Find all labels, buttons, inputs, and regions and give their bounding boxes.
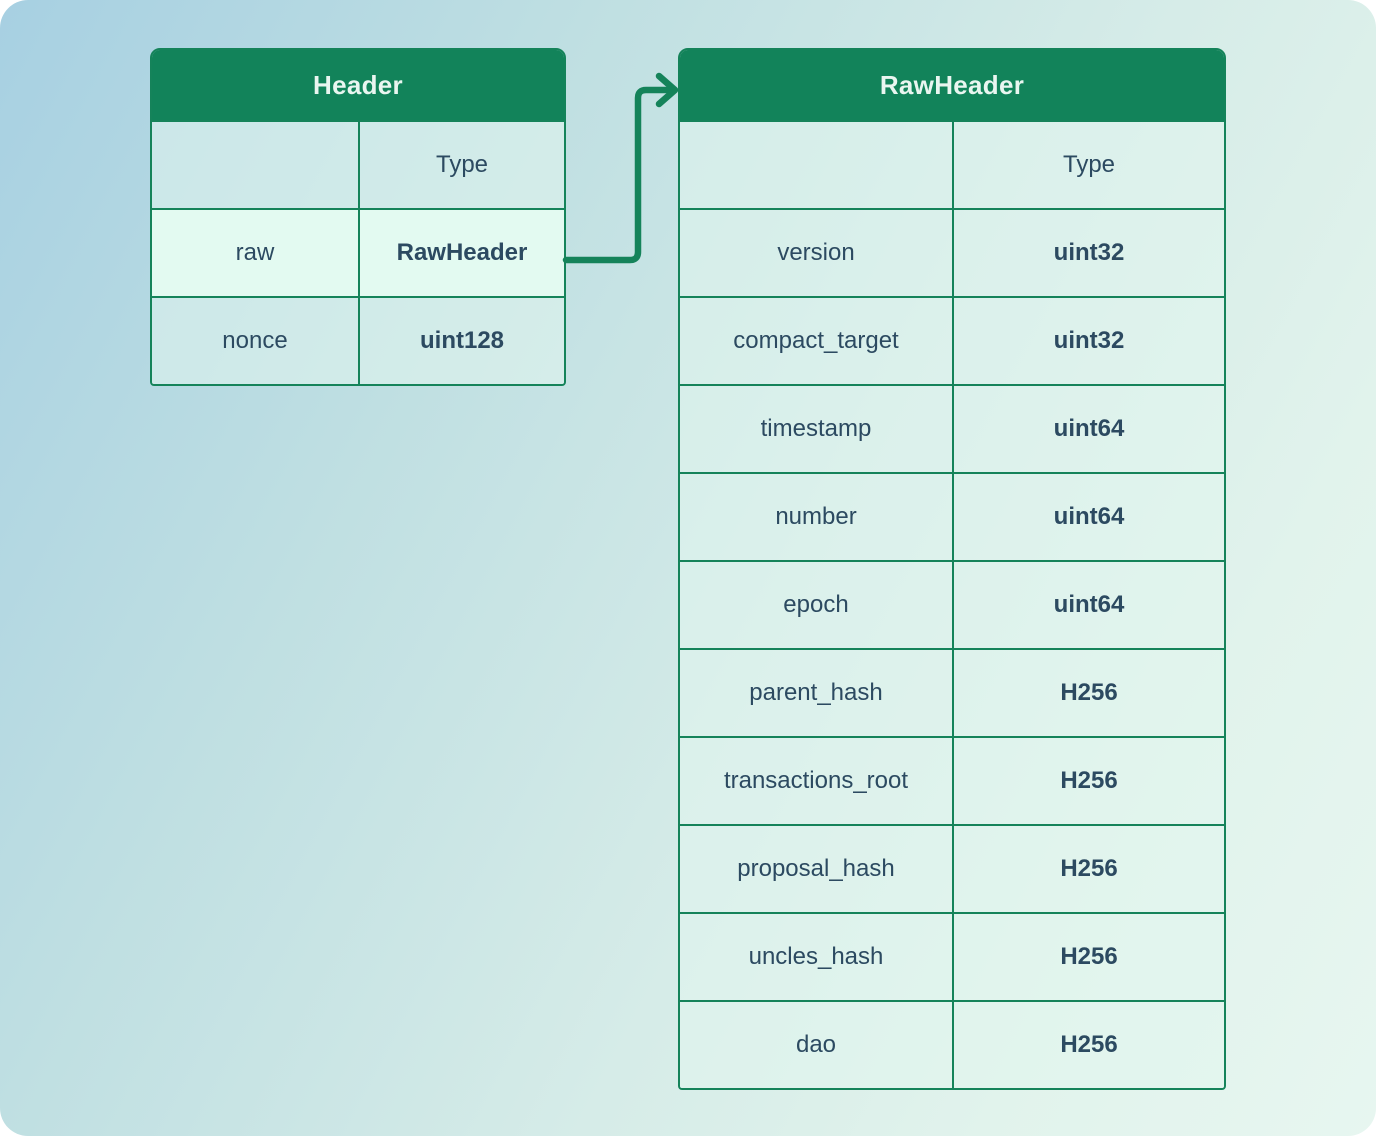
field-type-cell: H256 [952, 1002, 1224, 1088]
table-row: transactions_root H256 [680, 736, 1224, 824]
header-table-title: Header [152, 50, 564, 120]
field-name-cell: number [680, 474, 952, 560]
field-name-cell: raw [152, 210, 358, 296]
reference-arrow-icon [562, 72, 679, 264]
empty-corner-cell [152, 122, 358, 208]
table-row: dao H256 [680, 1000, 1224, 1088]
field-type-cell: H256 [952, 738, 1224, 824]
field-name-cell: transactions_root [680, 738, 952, 824]
table-row: version uint32 [680, 208, 1224, 296]
rawheader-table: RawHeader Type version uint32 compact_ta… [678, 48, 1226, 1090]
table-row: proposal_hash H256 [680, 824, 1224, 912]
field-name-cell: uncles_hash [680, 914, 952, 1000]
field-type-cell: RawHeader [358, 210, 564, 296]
field-name-cell: proposal_hash [680, 826, 952, 912]
field-type-cell: uint64 [952, 386, 1224, 472]
table-row: epoch uint64 [680, 560, 1224, 648]
table-row: parent_hash H256 [680, 648, 1224, 736]
field-type-cell: H256 [952, 650, 1224, 736]
table-row: raw RawHeader [152, 208, 564, 296]
field-name-cell: epoch [680, 562, 952, 648]
field-name-cell: version [680, 210, 952, 296]
field-type-cell: uint32 [952, 210, 1224, 296]
table-row: uncles_hash H256 [680, 912, 1224, 1000]
field-name-cell: nonce [152, 298, 358, 384]
field-type-cell: uint32 [952, 298, 1224, 384]
field-name-cell: timestamp [680, 386, 952, 472]
header-table-column-row: Type [152, 120, 564, 208]
field-type-cell: H256 [952, 826, 1224, 912]
table-row: compact_target uint32 [680, 296, 1224, 384]
type-column-header: Type [952, 122, 1224, 208]
field-type-cell: uint64 [952, 474, 1224, 560]
field-type-cell: uint128 [358, 298, 564, 384]
field-name-cell: compact_target [680, 298, 952, 384]
table-row: timestamp uint64 [680, 384, 1224, 472]
field-name-cell: parent_hash [680, 650, 952, 736]
rawheader-table-title: RawHeader [680, 50, 1224, 120]
header-table: Header Type raw RawHeader nonce uint128 [150, 48, 566, 386]
type-column-header: Type [358, 122, 564, 208]
field-type-cell: H256 [952, 914, 1224, 1000]
field-name-cell: dao [680, 1002, 952, 1088]
table-row: nonce uint128 [152, 296, 564, 384]
rawheader-table-column-row: Type [680, 120, 1224, 208]
field-type-cell: uint64 [952, 562, 1224, 648]
empty-corner-cell [680, 122, 952, 208]
table-row: number uint64 [680, 472, 1224, 560]
